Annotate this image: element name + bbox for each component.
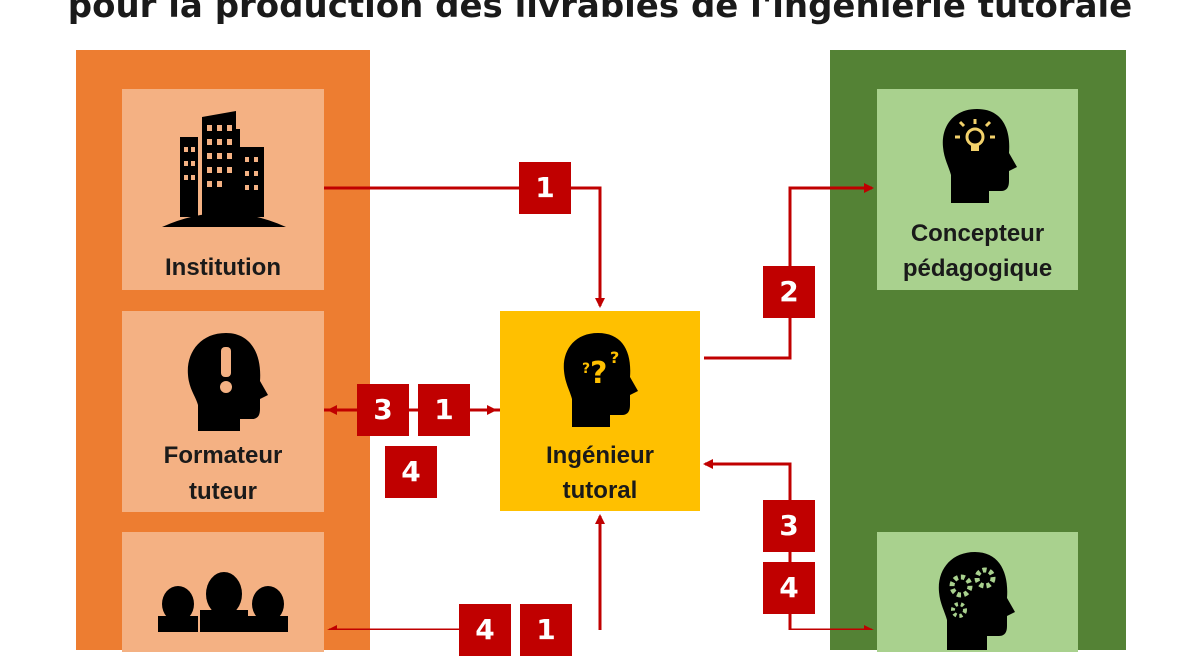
connector-lines (324, 183, 874, 630)
concepteur-label-line2: pédagogique (902, 255, 1053, 282)
head-exclamation-icon (187, 333, 268, 431)
badge-step-1-institution: 1 (519, 162, 571, 214)
formateur-box: Formateur tuteur (122, 311, 324, 512)
concepteur-box: Concepteur pédagogique (877, 89, 1078, 290)
formateur-label-line2: tuteur (189, 478, 257, 505)
badge-step-4-right: 4 (763, 562, 815, 614)
svg-text:?: ? (610, 348, 619, 367)
head-question-icon: ? ? ? (563, 333, 638, 427)
buildings-icon (162, 111, 286, 227)
svg-text:?: ? (582, 361, 590, 377)
arrow-institution-to-ingenieur (324, 186, 605, 308)
formateur-label-line1: Formateur (163, 442, 283, 469)
badge-step-3-formateur: 3 (357, 384, 409, 436)
ingenieur-label-line2: tutoral (562, 477, 638, 504)
head-gears-icon (938, 552, 1015, 650)
people-group-icon (158, 572, 288, 632)
badge-step-1-bottom: 1 (520, 604, 572, 656)
ingenieur-box: ? ? ? Ingénieur tutoral (500, 311, 700, 511)
institution-box: Institution (122, 89, 324, 290)
concepteur-label-line1: Concepteur (910, 220, 1045, 247)
badge-step-4-formateur: 4 (385, 446, 437, 498)
ingenieur-label-line1: Ingénieur (545, 442, 654, 469)
svg-text:?: ? (590, 356, 607, 391)
head-lightbulb-icon (942, 109, 1017, 203)
diagram-title: pour la production des livrables de l'in… (67, 0, 1133, 26)
badge-step-3-right: 3 (763, 500, 815, 552)
badge-step-1-formateur: 1 (418, 384, 470, 436)
institution-label: Institution (165, 254, 281, 281)
badge-step-2-concepteur: 2 (763, 266, 815, 318)
badge-step-4-bottom: 4 (459, 604, 511, 656)
